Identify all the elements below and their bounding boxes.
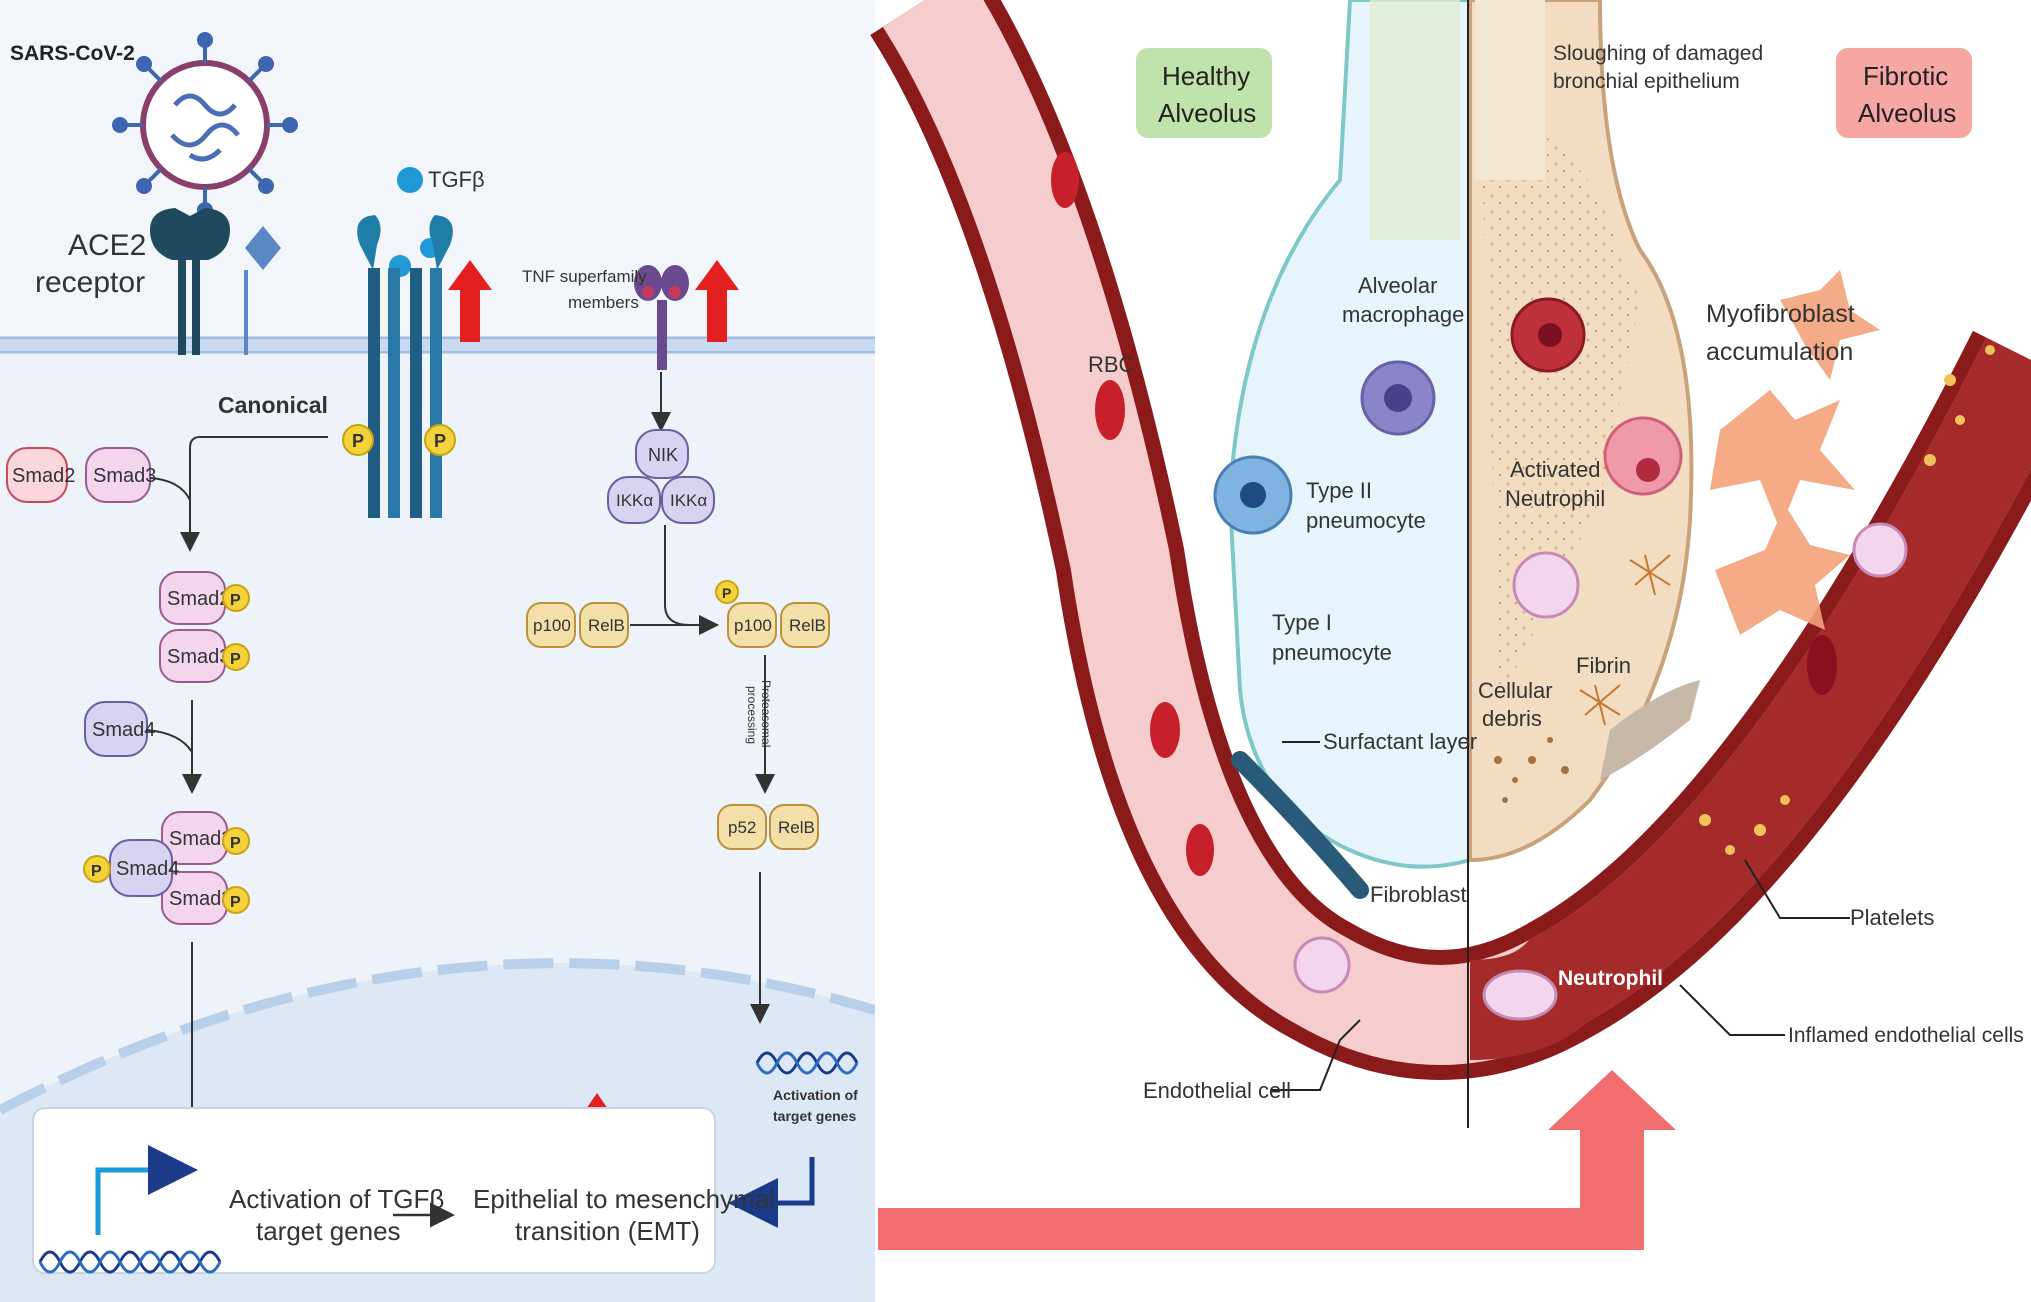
neutrophil-icon [1293,936,1351,994]
canonical-arrow [180,436,328,552]
ace2-label-line1: ACE2 [68,229,146,262]
tnf-receptor-icon [634,265,689,370]
p-label: P [230,894,241,911]
gene-activation-box [32,1107,716,1274]
alveolus-panel: Healthy Alveolus Fibrotic Alveolus Sloug… [870,0,2031,1302]
ace2-label-line2: receptor [35,266,145,299]
cellular-debris-line1: Cellular [1478,678,1553,703]
nuclear-envelope [0,958,877,1115]
ikka-label: IKKα [670,491,707,510]
dna-icon [38,1250,222,1274]
tnf-label-line2: members [568,293,639,312]
smad3-label: Smad3 [167,646,230,668]
neutrophil-icon [1852,522,1908,578]
rbc-label: RBC [1088,352,1135,377]
virus-label: SARS-CoV-2 [10,42,135,65]
platelet-icon [1699,345,1995,855]
p-label: P [434,431,446,451]
healthy-label-line1: Healthy [1162,61,1250,91]
smad3-label: Smad3 [93,465,156,487]
tgfb-genes-line1: Activation of TGFβ [229,1184,444,1214]
cellular-debris-icon [1494,737,1569,803]
promoter-arrow-icon [95,1145,198,1235]
activated-neutrophil-line2: Neutrophil [1505,486,1605,511]
proteasomal-label-line1: Proteasomal [759,680,773,747]
ikka-label: IKKα [616,491,653,510]
p-label: P [230,835,241,852]
proteasomal-label-line2: processing [745,686,759,744]
p-label: P [722,585,731,601]
ace2-receptor-icon [150,208,281,355]
smad2-label: Smad2 [167,588,230,610]
sloughing-label-line2: bronchial epithelium [1553,70,1740,93]
rbc-icon [1807,635,1837,695]
type-i-label-line2: pneumocyte [1272,640,1392,665]
fibrotic-label-line1: Fibrotic [1863,61,1948,91]
p-label: P [230,651,241,668]
smad2-label: Smad2 [169,828,232,850]
signaling-panel: SARS-CoV-2 ACE2 receptor P P TGFβ [0,0,877,1302]
tnf-label-line1: TNF superfamily [522,267,647,286]
activation-target-line2: target genes [773,1108,856,1124]
surfactant-label: Surfactant layer [1323,729,1477,754]
bronchial-epithelium [1370,0,1545,240]
myofibroblast-label-line2: accumulation [1706,338,1853,366]
tgfb-genes-line2: target genes [256,1216,401,1246]
relb-label: RelB [588,616,625,635]
p-label: P [91,863,102,880]
p100-label: p100 [533,616,571,635]
fibroblast-label: Fibroblast [1370,882,1467,907]
fibrin-icon [1579,554,1671,726]
neutrophil-icon [1482,969,1558,1021]
activated-neutrophil-icon [1603,416,1683,496]
emt-line2: transition (EMT) [515,1216,700,1246]
type-i-label-line1: Type I [1272,610,1332,635]
fibrotic-label-line2: Alveolus [1858,98,1956,128]
fibrotic-label-box [1836,48,1972,138]
healthy-label-line2: Alveolus [1158,98,1256,128]
emt-line1: Epithelial to mesenchymal [473,1184,775,1214]
alveolar-macrophage-line1: Alveolar [1358,273,1437,298]
type-ii-label-line1: Type II [1306,478,1372,503]
blue-bent-arrow [728,1157,815,1228]
cellular-debris-line2: debris [1482,706,1542,731]
transition-arrow-icon [878,1070,1676,1250]
relb-label: RelB [778,818,815,837]
neutrophil-icon [1512,551,1580,619]
endothelial-label: Endothelial cell [1143,1078,1291,1103]
fibrin-label: Fibrin [1576,653,1631,678]
p-label: P [352,431,364,451]
activated-neutrophil-line1: Activated [1510,457,1601,482]
canonical-label: Canonical [218,392,328,418]
activation-target-line1: Activation of [773,1087,858,1103]
type-ii-label-line2: pneumocyte [1306,508,1426,533]
fibroblast-icon [1600,680,1700,780]
sars-cov-2-virus-icon [112,32,298,218]
smad3-label: Smad3 [169,888,232,910]
healthy-label-box [1136,48,1272,138]
smad2-label: Smad2 [12,465,75,487]
myofibroblast-icon [1710,270,1880,635]
p52-label: p52 [728,818,756,837]
relb-label: RelB [789,616,826,635]
inflamed-endothelial-label: Inflamed endothelial cells [1788,1024,2024,1047]
p-label: P [230,592,241,609]
platelets-label: Platelets [1850,905,1934,930]
neutrophil-label: Neutrophil [1558,967,1663,990]
tgfb-receptor-icon [342,167,456,518]
sloughing-label-line1: Sloughing of damaged [1553,42,1763,65]
smad4-label: Smad4 [92,719,155,741]
myofibroblast-label-line1: Myofibroblast [1706,300,1855,328]
alveolar-macrophage-line2: macrophage [1342,302,1464,327]
smad4-label: Smad4 [116,858,179,880]
fibroblast-icon [1231,751,1369,899]
tgfb-label: TGFβ [428,167,485,192]
rbc-icon [1051,152,1214,876]
nik-label: NIK [648,445,678,465]
dna-icon [755,1051,859,1075]
p100-label: p100 [734,616,772,635]
